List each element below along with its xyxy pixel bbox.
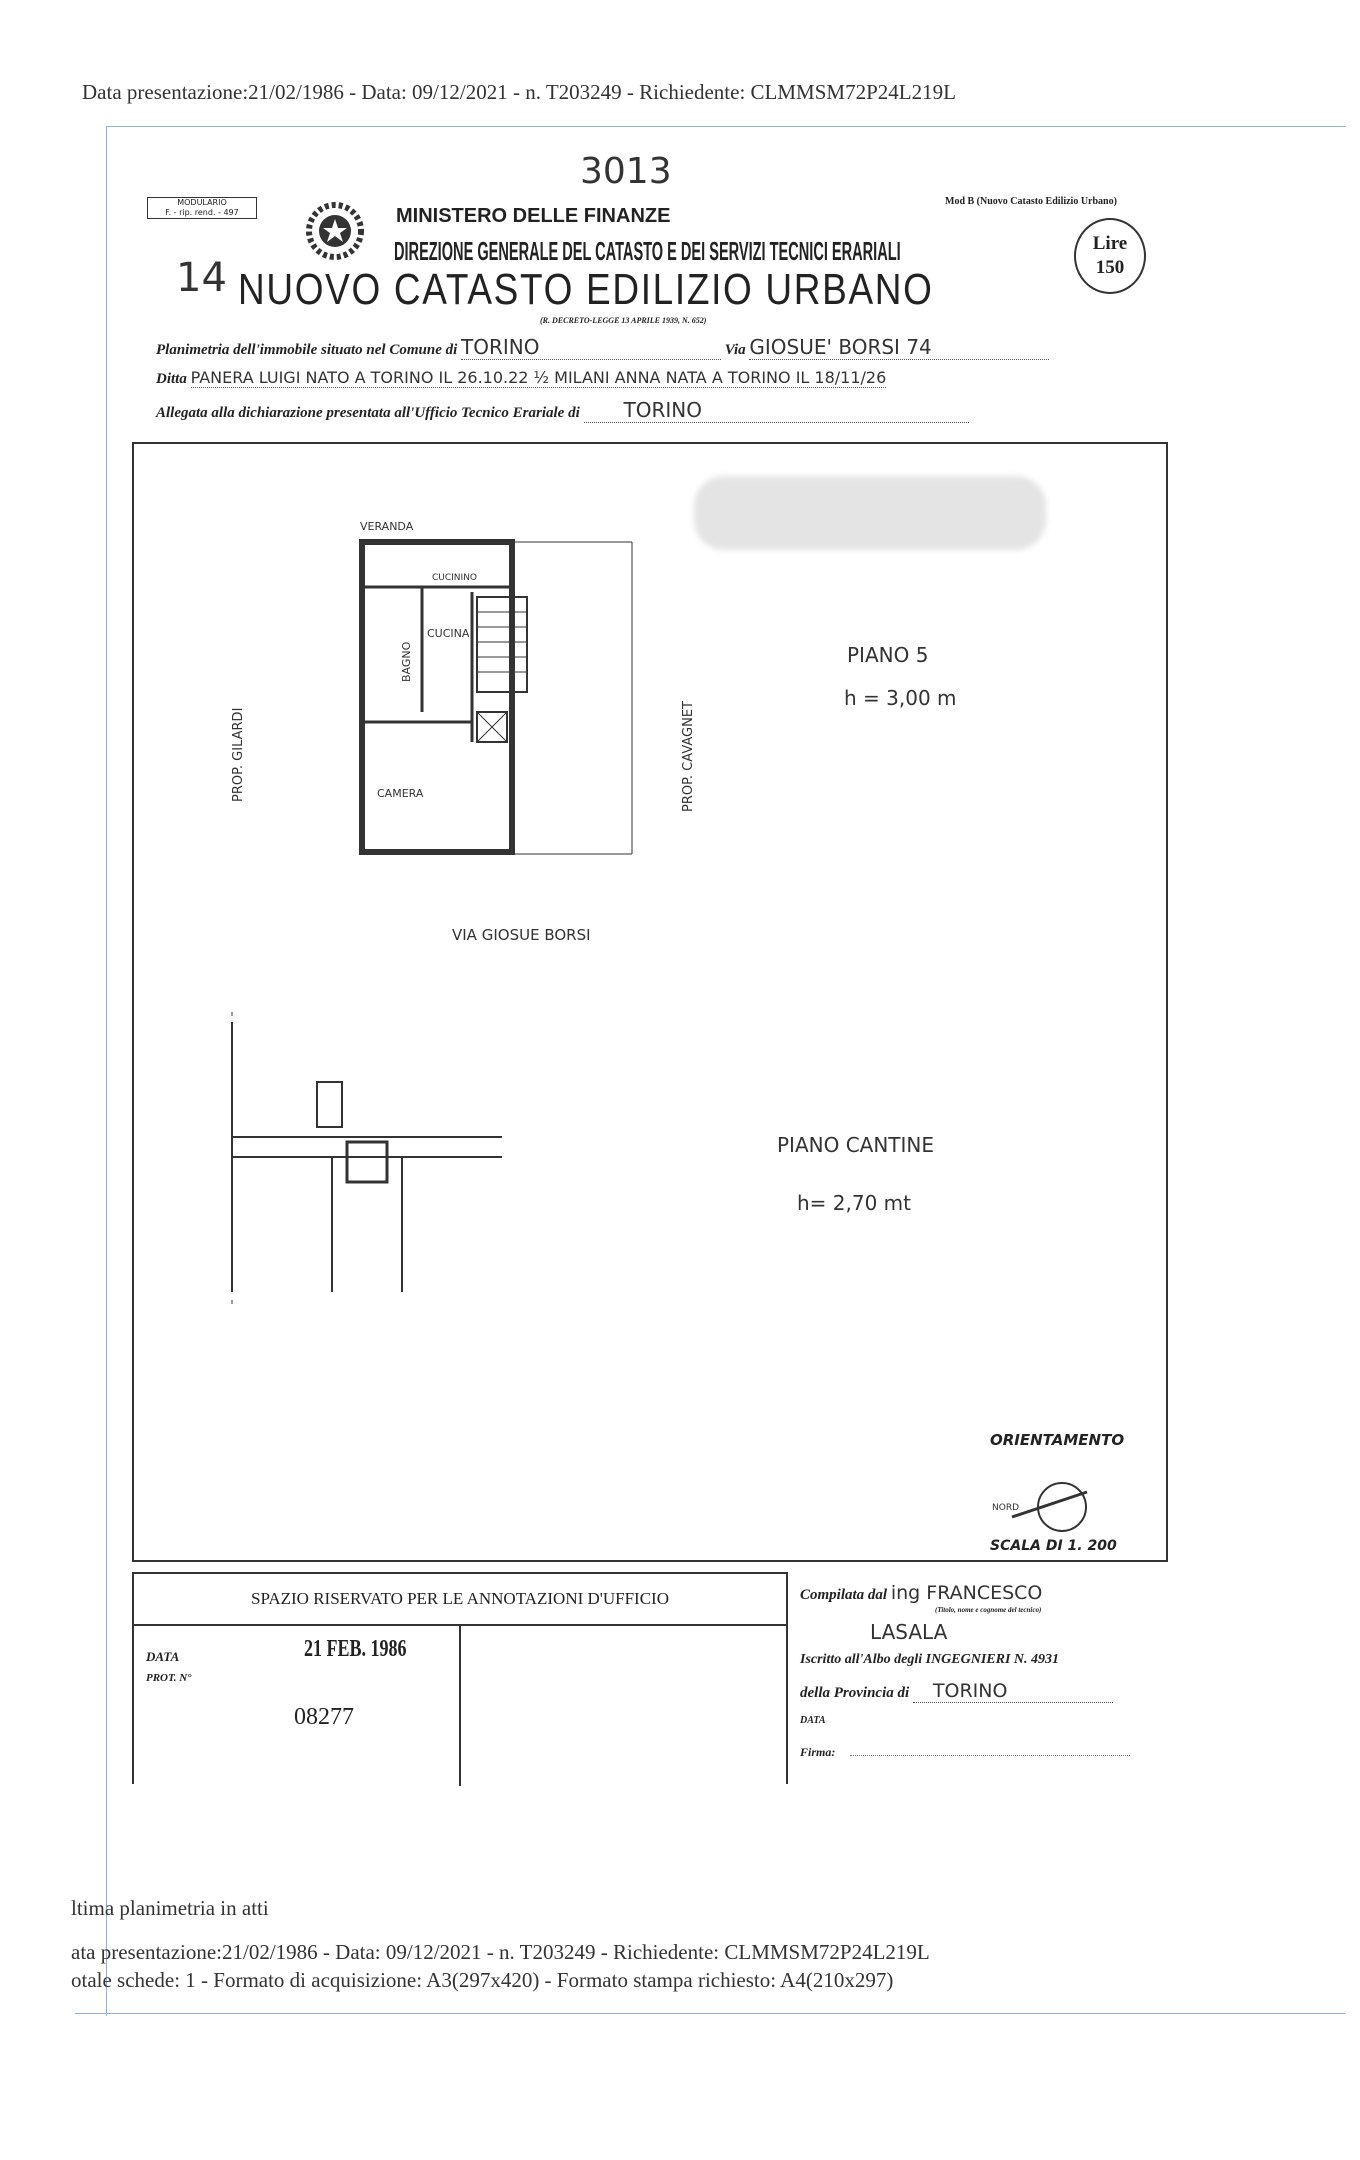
floor-plan: VERANDA CUCININO CUCINA BAGNO CAMERA PRO… xyxy=(231,520,1124,1554)
republic-emblem-icon xyxy=(306,202,364,260)
mod-b-label: Mod B (Nuovo Catasto Edilizio Urbano) xyxy=(945,196,1117,207)
signature-line xyxy=(850,1755,1130,1756)
sheet-number: 14 xyxy=(176,255,227,301)
decree-label: (R. DECRETO-LEGGE 13 APRILE 1939, N. 652… xyxy=(540,316,707,325)
footer-line-2: ata presentazione:21/02/1986 - Data: 09/… xyxy=(71,1940,930,1964)
compiler-note: (Titolo, nome e cognome del tecnico) xyxy=(935,1606,1042,1614)
modulo-line: MODULARIO xyxy=(177,198,227,207)
ditta-value: PANERA LUIGI NATO A TORINO IL 26.10.22 ½… xyxy=(190,368,887,388)
via-label: Via xyxy=(724,342,746,358)
ditta-label: Ditta xyxy=(156,371,187,387)
frame-left-line xyxy=(106,126,107,2016)
label-camera: CAMERA xyxy=(377,787,424,800)
ministry-title: MINISTERO DELLE FINANZE xyxy=(396,205,671,227)
modulo-line: F. - rip. rend. - 497 xyxy=(165,208,239,217)
piano-cantine-height: h= 2,70 mt xyxy=(797,1191,911,1215)
footer-line-3: otale schede: 1 - Formato di acquisizion… xyxy=(71,1968,894,1992)
footer-line-1: ltima planimetria in atti xyxy=(71,1896,269,1920)
label-prop-right: PROP. CAVAGNET xyxy=(681,701,696,812)
planimetria-label: Planimetria dell'immobile situato nel Co… xyxy=(156,342,458,358)
prot-value: 08277 xyxy=(294,1704,354,1730)
compiler-name: ing FRANCESCO xyxy=(890,1582,1043,1604)
office-title: SPAZIO RISERVATO PER LE ANNOTAZIONI D'UF… xyxy=(134,1574,786,1626)
direction-title: DIREZIONE GENERALE DEL CATASTO E DEI SER… xyxy=(394,236,901,266)
allegata-label: Allegata alla dichiarazione presentata a… xyxy=(156,405,580,421)
provincia-label: della Provincia di xyxy=(800,1685,910,1701)
ufficio-value: TORINO xyxy=(583,398,969,423)
comune-value: TORINO xyxy=(461,335,722,360)
planimetria-row: Planimetria dell'immobile situato nel Co… xyxy=(156,335,1050,360)
stamp-lire-150: Lire 150 xyxy=(1074,218,1146,294)
modulo-box: MODULARIO F. - rip. rend. - 497 xyxy=(147,197,257,219)
office-data-label: DATA xyxy=(146,1649,180,1664)
piano-5-label: PIANO 5 xyxy=(847,643,928,667)
stamp-line: Lire xyxy=(1092,233,1128,254)
provincia-row: della Provincia di TORINO xyxy=(800,1680,1113,1703)
piano-5-height: h = 3,00 m xyxy=(844,686,957,710)
scale-label: SCALA DI 1. 200 xyxy=(990,1538,1117,1554)
label-prop-left: PROP. GILARDI xyxy=(231,708,246,802)
ditta-row: Ditta PANERA LUIGI NATO A TORINO IL 26.1… xyxy=(156,368,887,388)
stamp-line: 150 xyxy=(1095,257,1125,278)
compilata-label: Compilata dal xyxy=(800,1587,888,1603)
frame-top-line xyxy=(106,126,1346,127)
label-cucina: CUCINA xyxy=(427,627,470,640)
frame-bottom-line xyxy=(75,2013,1345,2014)
document-header: Data presentazione:21/02/1986 - Data: 09… xyxy=(82,80,956,104)
label-veranda: VERANDA xyxy=(360,520,414,533)
allegata-row: Allegata alla dichiarazione presentata a… xyxy=(156,398,969,423)
provincia-value: TORINO xyxy=(912,1680,1113,1703)
handwritten-number: 3013 xyxy=(580,151,672,192)
office-box: SPAZIO RISERVATO PER LE ANNOTAZIONI D'UF… xyxy=(132,1572,788,1786)
office-data-value: 21 FEB. 1986 xyxy=(304,1636,407,1662)
redacted-area xyxy=(694,476,1046,550)
nord-label: NORD xyxy=(992,1503,1019,1513)
apartment-walls xyxy=(359,539,515,855)
label-bagno: BAGNO xyxy=(400,641,413,682)
iscritto-albo: Iscritto all'Albo degli INGEGNIERI N. 49… xyxy=(800,1652,1060,1667)
firma-label: Firma: xyxy=(800,1745,836,1759)
label-cucinino: CUCININO xyxy=(432,573,477,583)
compiler-surname: LASALA xyxy=(870,1620,948,1644)
compiler-data-label: DATA xyxy=(800,1715,826,1726)
prot-label: PROT. N° xyxy=(146,1672,192,1684)
office-divider xyxy=(459,1626,461,1786)
drawing-frame xyxy=(132,442,1168,1562)
compilata-row: Compilata dal ing FRANCESCO xyxy=(800,1582,1042,1606)
form-title: NUOVO CATASTO EDILIZIO URBANO xyxy=(238,265,934,314)
via-value: GIOSUE' BORSI 74 xyxy=(749,335,1050,360)
orientamento-label: ORIENTAMENTO xyxy=(990,1431,1124,1449)
label-street: VIA GIOSUE BORSI xyxy=(452,926,591,944)
piano-cantine-label: PIANO CANTINE xyxy=(777,1133,934,1157)
